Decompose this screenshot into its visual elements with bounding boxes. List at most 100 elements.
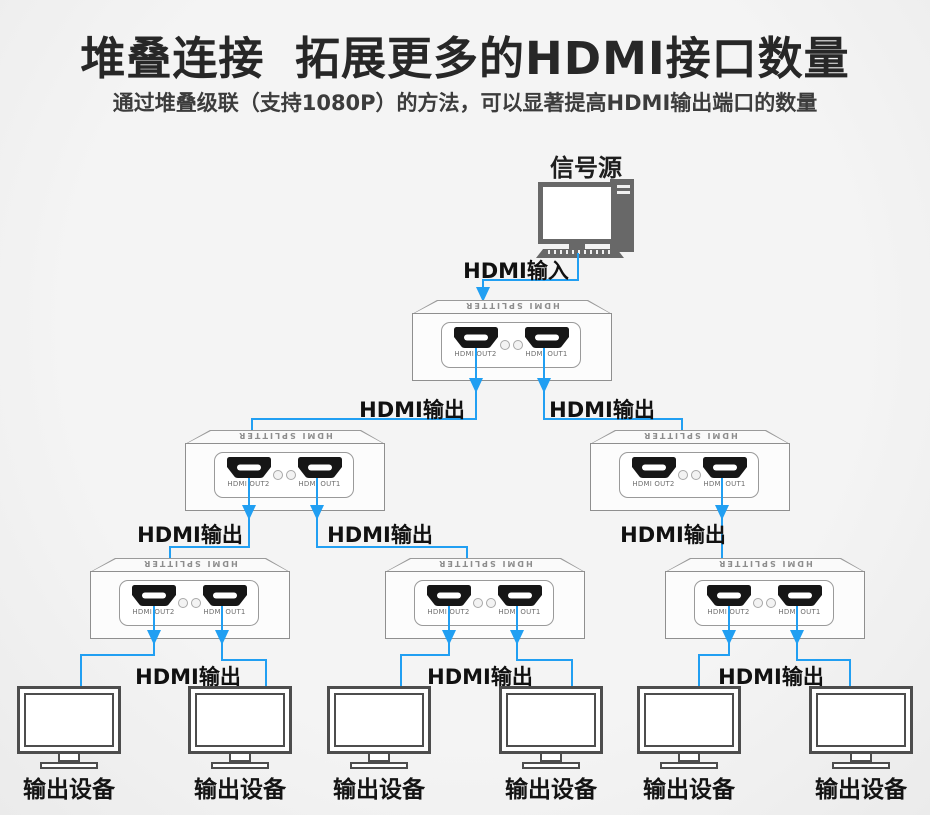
hdmi-connector-icon bbox=[702, 457, 747, 478]
splitter-port-panel: HDMI OUT2 HDMI OUT1 bbox=[694, 580, 834, 626]
hdmi-connector-icon bbox=[131, 585, 176, 606]
splitter-top-surface bbox=[91, 559, 289, 572]
splitter-top-face: HDMI SPLITTER bbox=[90, 558, 290, 572]
splitter-port-panel: HDMI OUT2 HDMI OUT1 bbox=[441, 322, 581, 368]
led-icon bbox=[752, 598, 763, 608]
tower-slot bbox=[617, 185, 630, 188]
hdmi-output-label: HDMI输出 bbox=[359, 398, 465, 422]
cable-l3l-out1-v2 bbox=[265, 659, 267, 686]
monitor-screen bbox=[195, 693, 285, 747]
splitter-front-face: HDMI OUT2 HDMI OUT1 bbox=[665, 571, 865, 639]
monitor-frame bbox=[499, 686, 603, 754]
splitter-top-surface bbox=[666, 559, 864, 572]
arrow-down-icon bbox=[215, 630, 229, 645]
splitter-top-face: HDMI SPLITTER bbox=[412, 300, 612, 314]
computer-monitor bbox=[538, 182, 616, 244]
splitter-front-face: HDMI OUT2 HDMI OUT1 bbox=[385, 571, 585, 639]
monitor-base bbox=[211, 762, 269, 769]
hdmi-splitter-level1: HDMI SPLITTER HDMI OUT2 HDMI OUT1 bbox=[412, 300, 612, 381]
monitor-frame bbox=[188, 686, 292, 754]
output-monitor-4 bbox=[499, 686, 603, 769]
splitter-top-face: HDMI SPLITTER bbox=[665, 558, 865, 572]
arrow-down-icon bbox=[469, 378, 483, 393]
port-label-out1: HDMI OUT1 bbox=[703, 480, 746, 488]
output-monitor-2 bbox=[188, 686, 292, 769]
output-device-label: 输出设备 bbox=[815, 777, 907, 803]
keyboard-keys bbox=[548, 250, 612, 254]
cable-input-h bbox=[482, 279, 578, 281]
arrow-down-icon bbox=[537, 378, 551, 393]
port-label-out1: HDMI OUT1 bbox=[203, 608, 246, 616]
cable-l3r-out1-h bbox=[796, 659, 851, 661]
cable-l3l-out1-h bbox=[221, 659, 267, 661]
splitter-top-label: HDMI SPLITTER bbox=[142, 559, 238, 568]
arrow-down-icon bbox=[476, 287, 490, 302]
cable-l3l-out2-v2 bbox=[80, 654, 82, 686]
splitter-top-surface bbox=[413, 301, 611, 314]
tower-slot bbox=[617, 191, 630, 194]
splitter-front-face: HDMI OUT2 HDMI OUT1 bbox=[90, 571, 290, 639]
splitter-port-panel: HDMI OUT2 HDMI OUT1 bbox=[119, 580, 259, 626]
computer-stand bbox=[569, 244, 585, 249]
monitor-neck bbox=[678, 754, 700, 762]
splitter-top-surface bbox=[386, 559, 584, 572]
hdmi-connector-icon bbox=[202, 585, 247, 606]
cable-l1-out1-v2 bbox=[681, 418, 683, 438]
cable-input-v2 bbox=[482, 279, 484, 291]
splitter-front-face: HDMI OUT2 HDMI OUT1 bbox=[412, 313, 612, 381]
splitter-port-panel: HDMI OUT2 HDMI OUT1 bbox=[414, 580, 554, 626]
led-indicators bbox=[499, 340, 523, 350]
output-monitor-3 bbox=[327, 686, 431, 769]
page-subtitle: 通过堆叠级联（支持1080P）的方法，可以显著提高HDMI输出端口的数量 bbox=[112, 91, 818, 115]
cable-l3m-out1-h bbox=[516, 659, 573, 661]
hdmi-output-label: HDMI输出 bbox=[137, 523, 243, 547]
arrow-down-icon bbox=[310, 505, 324, 520]
output-monitor-5 bbox=[637, 686, 741, 769]
monitor-neck bbox=[58, 754, 80, 762]
led-icon bbox=[285, 470, 296, 480]
hdmi-port-out1: HDMI OUT1 bbox=[777, 585, 822, 616]
monitor-base bbox=[832, 762, 890, 769]
port-label-out1: HDMI OUT1 bbox=[498, 608, 541, 616]
led-indicators bbox=[272, 470, 296, 480]
led-indicators bbox=[677, 470, 701, 480]
hdmi-input-label: HDMI输入 bbox=[463, 259, 569, 283]
led-indicators bbox=[752, 598, 776, 608]
led-icon bbox=[177, 598, 188, 608]
cable-l2l-out1-h bbox=[316, 546, 468, 548]
hdmi-connector-icon bbox=[631, 457, 676, 478]
cable-l2l-out1-v2 bbox=[466, 546, 468, 560]
arrow-down-icon bbox=[715, 505, 729, 520]
splitter-top-face: HDMI SPLITTER bbox=[385, 558, 585, 572]
hdmi-splitter-level3-left: HDMI SPLITTER HDMI OUT2 HDMI OUT1 bbox=[90, 558, 290, 639]
hdmi-splitter-level3-middle: HDMI SPLITTER HDMI OUT2 HDMI OUT1 bbox=[385, 558, 585, 639]
computer-icon bbox=[536, 176, 634, 258]
hdmi-splitter-level2-left: HDMI SPLITTER HDMI OUT2 HDMI OUT1 bbox=[185, 430, 385, 511]
hdmi-connector-icon bbox=[453, 327, 498, 348]
splitter-top-surface bbox=[591, 431, 789, 444]
monitor-screen bbox=[644, 693, 734, 747]
monitor-screen bbox=[334, 693, 424, 747]
splitter-front-face: HDMI OUT2 HDMI OUT1 bbox=[590, 443, 790, 511]
port-label-out1: HDMI OUT1 bbox=[778, 608, 821, 616]
monitor-neck bbox=[229, 754, 251, 762]
monitor-base bbox=[40, 762, 98, 769]
output-device-label: 输出设备 bbox=[23, 777, 115, 803]
hdmi-output-label: HDMI输出 bbox=[327, 523, 433, 547]
led-icon bbox=[690, 470, 701, 480]
splitter-port-panel: HDMI OUT2 HDMI OUT1 bbox=[214, 452, 354, 498]
cable-l3r-out1-v2 bbox=[849, 659, 851, 686]
hdmi-connector-icon bbox=[706, 585, 751, 606]
led-icon bbox=[512, 340, 523, 350]
cable-l3m-out2-h bbox=[400, 654, 450, 656]
hdmi-port-out1: HDMI OUT1 bbox=[297, 457, 342, 488]
led-icon bbox=[499, 340, 510, 350]
hdmi-connector-icon bbox=[777, 585, 822, 606]
hdmi-connector-icon bbox=[297, 457, 342, 478]
cable-input-v bbox=[577, 253, 579, 281]
hdmi-output-label: HDMI输出 bbox=[549, 398, 655, 422]
led-indicators bbox=[177, 598, 201, 608]
hdmi-connector-icon bbox=[426, 585, 471, 606]
hdmi-output-label: HDMI输出 bbox=[620, 523, 726, 547]
